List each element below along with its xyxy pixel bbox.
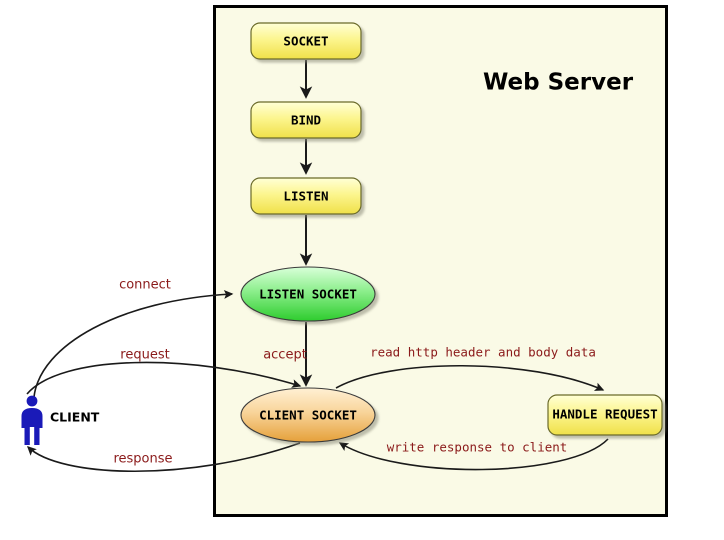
node-listen-socket-label: LISTEN SOCKET [259,287,357,302]
node-handle-request[interactable]: HANDLE REQUEST [547,394,663,436]
node-listen-label: LISTEN [283,189,328,204]
edge-response-line [26,442,301,473]
client-actor[interactable]: CLIENT [21,395,100,445]
person-icon-body [21,408,43,445]
edge-read-http: read http header and body data [335,345,605,391]
edge-connect-line [33,289,234,398]
edge-accept: accept [263,322,313,387]
edge-request: request [26,348,302,395]
edge-write-response-line [338,438,609,471]
node-bind[interactable]: BIND [250,101,362,139]
edge-response: response [26,442,301,473]
node-client-socket-shape[interactable] [240,387,376,443]
node-socket[interactable]: SOCKET [250,22,362,60]
node-listen-socket-shape[interactable] [240,266,376,322]
node-listen-socket[interactable]: LISTEN SOCKET [240,266,376,322]
node-client-socket[interactable]: CLIENT SOCKET [240,387,376,443]
node-client-socket-label: CLIENT SOCKET [259,408,357,423]
node-bind-label: BIND [291,113,321,128]
edge-accept-label: accept [263,348,307,363]
node-handle-request-label: HANDLE REQUEST [552,407,657,422]
node-listen[interactable]: LISTEN [250,177,362,215]
node-bind-shape[interactable] [250,101,362,139]
edge-read-http-label: read http header and body data [370,345,596,360]
node-socket-shape[interactable] [250,22,362,60]
edge-request-label: request [120,348,169,363]
web-server-panel-title: Web Server [483,70,634,96]
edge-write-response-label: write response to client [387,440,568,455]
edge-write-response: write response to client [338,438,609,471]
edge-connect-label: connect [119,278,171,293]
edge-connect: connect [33,278,234,398]
node-listen-shape[interactable] [250,177,362,215]
client-actor-label: CLIENT [50,410,100,425]
edge-read-http-line [335,364,605,391]
node-socket-label: SOCKET [283,34,328,49]
edge-request-line [26,361,302,395]
person-icon-head [26,395,38,407]
person-icon [21,395,43,445]
edge-response-label: response [113,452,172,467]
node-handle-request-shape[interactable] [547,394,663,436]
